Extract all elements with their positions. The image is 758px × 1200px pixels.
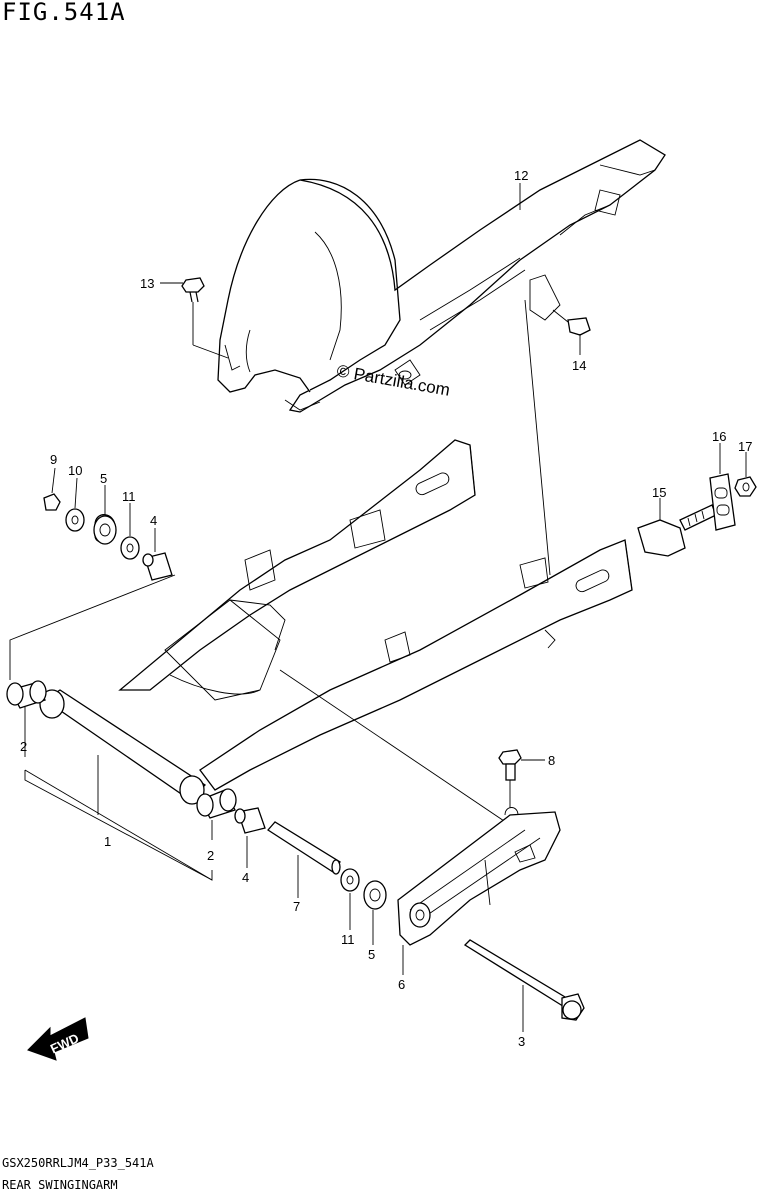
callout-15: 15	[652, 485, 666, 500]
nut-17	[734, 476, 757, 497]
callout-9: 9	[50, 452, 57, 467]
callout-10: 10	[68, 463, 82, 478]
callout-2-left: 2	[20, 739, 27, 754]
callout-12: 12	[514, 168, 528, 183]
callout-5-right: 5	[368, 947, 375, 962]
left-hardware	[43, 493, 173, 581]
callout-4-lower: 4	[242, 870, 249, 885]
footer-assembly-name: REAR SWINGINGARM	[2, 1178, 118, 1192]
callout-4-upper: 4	[150, 513, 157, 528]
footer-model-code: GSX250RRLJM4_P33_541A	[2, 1156, 154, 1170]
bolt-3	[463, 939, 585, 1021]
callout-5-left: 5	[100, 471, 107, 486]
callout-14: 14	[572, 358, 586, 373]
callout-1: 1	[104, 834, 111, 849]
callout-6: 6	[398, 977, 405, 992]
fwd-arrow: FWD	[27, 1017, 89, 1061]
spacer-and-shaft	[234, 807, 341, 875]
callout-16: 16	[712, 429, 726, 444]
right-washers	[340, 868, 387, 910]
screw-14	[552, 309, 591, 336]
callout-7: 7	[293, 899, 300, 914]
plate-16	[709, 473, 736, 531]
chain-case-part	[217, 139, 666, 413]
callout-11-right: 11	[341, 932, 355, 947]
callout-numbers: 12 13 14 9 10 5 11 4 15 16 17 2 1 2 4 7 …	[20, 168, 752, 1049]
figure-title: FIG.541A	[2, 0, 126, 26]
swingarm-part	[39, 439, 633, 805]
callout-2-right: 2	[207, 848, 214, 863]
bolt-8	[498, 749, 522, 808]
callout-11-left: 11	[122, 489, 136, 504]
leader-lines	[24, 183, 747, 1032]
assembly-guide-lines	[9, 299, 551, 881]
adjuster-15	[637, 504, 717, 557]
chain-guide-6	[397, 807, 561, 946]
callout-3: 3	[518, 1034, 525, 1049]
bolt-13	[181, 277, 229, 359]
bearings-2	[6, 680, 237, 819]
callout-8: 8	[548, 753, 555, 768]
watermark: © Partzilla.com	[335, 361, 451, 400]
callout-13: 13	[140, 276, 154, 291]
watermark-group: © Partzilla.com	[335, 361, 451, 400]
callout-17: 17	[738, 439, 752, 454]
